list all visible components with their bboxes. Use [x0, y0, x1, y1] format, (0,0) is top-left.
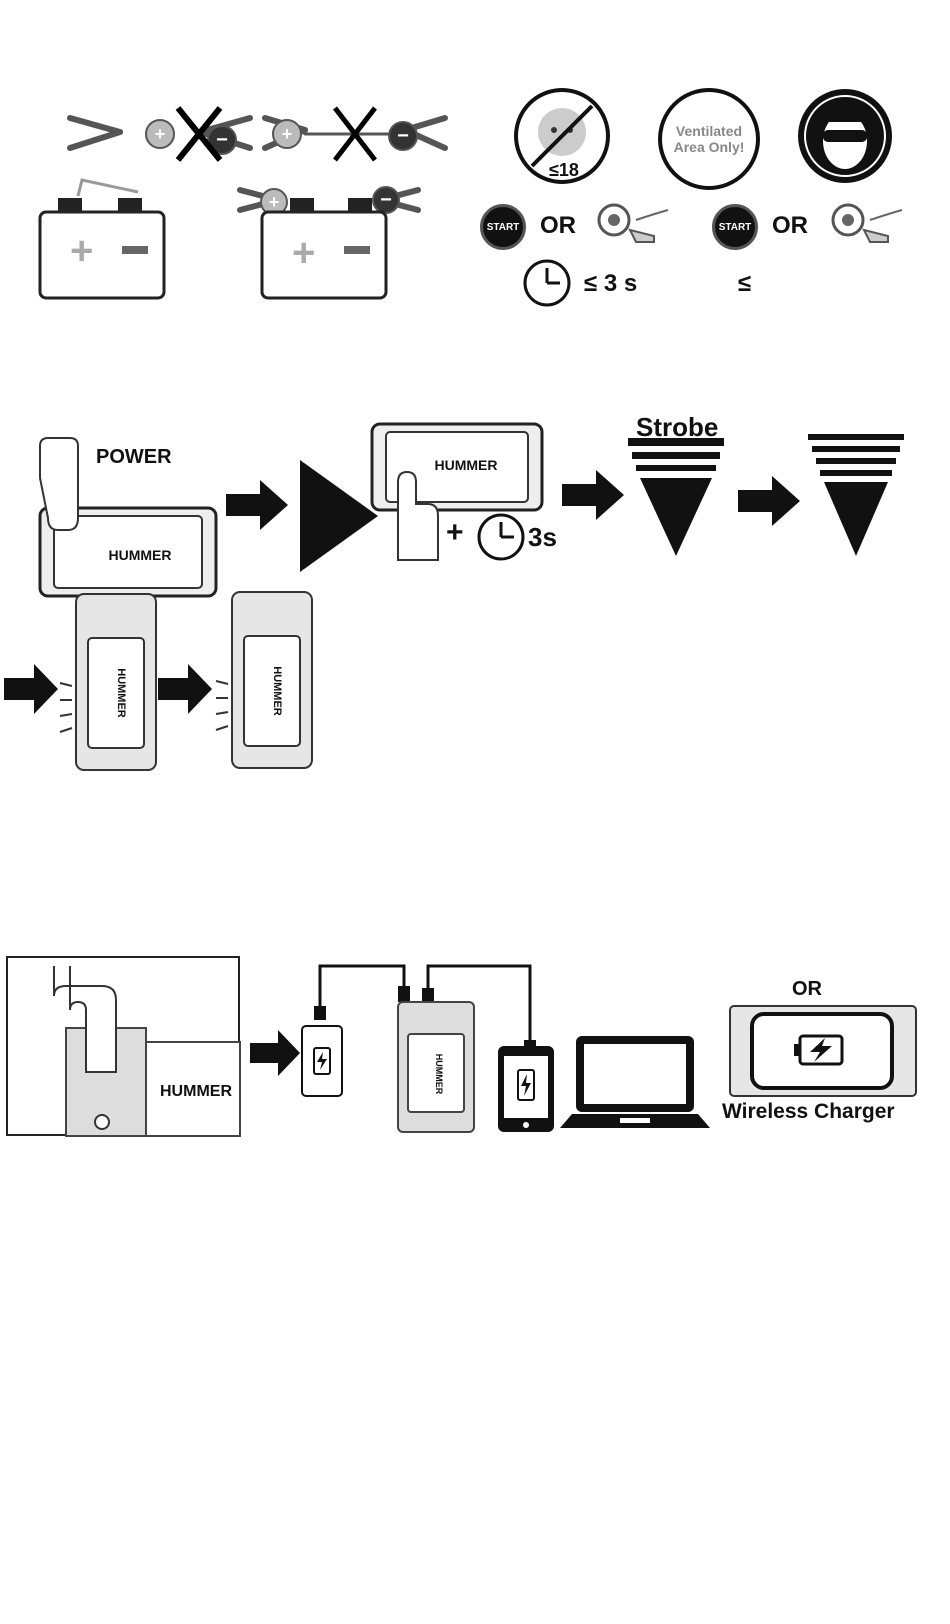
strobe-light-icon [628, 438, 728, 558]
eye-protection-icon [795, 86, 895, 186]
or-label: OR [540, 212, 576, 240]
svg-text:+: + [70, 229, 93, 273]
arrow-right-icon [4, 664, 60, 714]
arrow-right-icon [250, 1030, 302, 1076]
svg-text:HUMMER: HUMMER [109, 547, 172, 563]
battery-icon: + [38, 190, 178, 310]
device-flashing-diagram: HUMMER [216, 586, 316, 776]
or-label: OR [792, 978, 822, 1001]
battery-with-clamps-icon: + − + [240, 180, 420, 310]
wireless-charger-label: Wireless Charger [722, 1100, 895, 1124]
arrow-right-icon [158, 664, 214, 714]
start-button-icon-2: START [712, 204, 758, 250]
svg-text:HUMMER: HUMMER [434, 1054, 444, 1095]
svg-text:+: + [292, 231, 315, 275]
ventilated-area-sign: Ventilated Area Only! [658, 88, 760, 190]
or-label-2: OR [772, 212, 808, 240]
svg-text:HUMMER: HUMMER [435, 457, 498, 473]
arrow-right-icon [226, 480, 290, 530]
svg-text:+: + [269, 192, 280, 212]
hold-time-label: 3s [528, 522, 557, 553]
svg-text:−: − [380, 189, 392, 211]
power-label: POWER [96, 446, 172, 469]
phone-icon [496, 1044, 556, 1134]
power-bank-icon [300, 1024, 346, 1100]
le-label: ≤ [738, 270, 751, 298]
device-closeup-press-diagram: HUMMER [6, 956, 242, 1138]
section-usb-charging: HUMMER HUMMER OR [0, 950, 950, 1140]
svg-text:−: − [216, 129, 228, 151]
start-button-icon: START [480, 204, 526, 250]
wireless-charger-icon [728, 1004, 918, 1100]
ventilated-line1: Ventilated [676, 123, 742, 139]
jump-starter-device-icon: HUMMER [396, 1000, 476, 1134]
correct-clamps-diagram: + − [255, 100, 455, 180]
wrong-clamps-diagram: + − [60, 100, 260, 180]
svg-text:−: − [397, 125, 409, 147]
time-limit-label: ≤ 3 s [584, 270, 637, 298]
section-power-flow: HUMMER POWER HUMMER + 3s Strobe [0, 420, 950, 780]
ignition-key-icon-2 [830, 200, 910, 250]
svg-text:≤18: ≤18 [549, 160, 579, 180]
light-beam-icon [808, 434, 908, 554]
svg-text:HUMMER: HUMMER [160, 1083, 232, 1100]
arrow-right-icon [562, 470, 626, 520]
svg-text:+: + [282, 124, 293, 144]
laptop-icon [560, 1034, 710, 1134]
ventilated-line2: Area Only! [674, 139, 745, 155]
plus-label: + [446, 516, 464, 550]
ignition-key-icon [596, 200, 676, 250]
section-battery-safety: + − + + − [0, 80, 950, 320]
clock-icon [476, 512, 526, 562]
svg-text:HUMMER: HUMMER [271, 666, 283, 716]
device-flashing-diagram: HUMMER [60, 588, 160, 778]
arrow-right-icon [738, 476, 802, 526]
svg-text:+: + [155, 124, 166, 144]
no-children-icon: ≤18 [512, 86, 612, 186]
svg-text:HUMMER: HUMMER [115, 668, 127, 718]
clock-icon [522, 258, 572, 308]
